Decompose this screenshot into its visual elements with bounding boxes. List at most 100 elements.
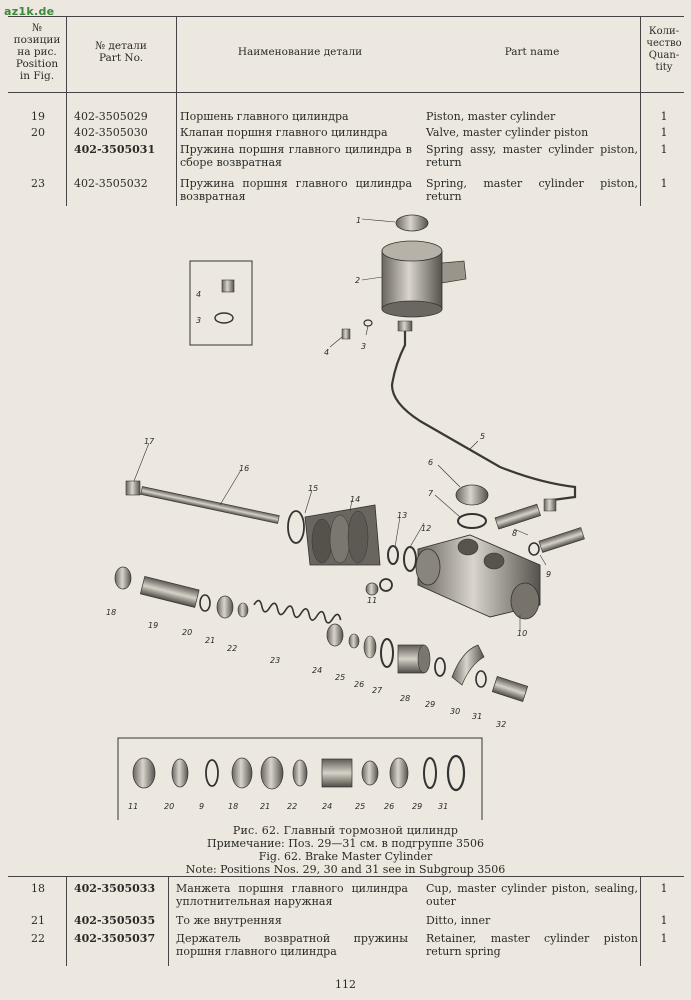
inset-callout-29: 29 bbox=[412, 802, 422, 811]
callout-6: 6 bbox=[428, 458, 433, 467]
cup-inner bbox=[216, 595, 234, 619]
pipe-fitting bbox=[543, 498, 557, 512]
header-position: № позиции на рис. Position in Fig. bbox=[13, 22, 61, 82]
pipe-union bbox=[491, 676, 529, 702]
inset-callout-11: 11 bbox=[128, 802, 138, 811]
plug-part bbox=[455, 484, 489, 506]
gasket-part bbox=[475, 670, 487, 688]
washer-part bbox=[363, 319, 373, 327]
row-name-en: Ditto, inner bbox=[426, 914, 491, 927]
callout-24: 24 bbox=[312, 666, 322, 675]
row-qty: 1 bbox=[660, 932, 668, 945]
row-name-ru: Пружина поршня главного цилиндра в сборе… bbox=[180, 143, 412, 169]
inset-box-top bbox=[189, 260, 253, 346]
col-divider bbox=[176, 16, 177, 206]
cup-outer bbox=[114, 566, 132, 590]
snap-ring bbox=[287, 510, 305, 544]
inset-callout-25: 25 bbox=[355, 802, 365, 811]
ring-part bbox=[387, 545, 399, 565]
inset-callout-21: 21 bbox=[260, 802, 270, 811]
spring-retainer bbox=[237, 602, 249, 618]
figure-caption-ru: Рис. 62. Главный тормозной цилиндр bbox=[232, 824, 459, 837]
row-part-no: 402-3505035 bbox=[74, 914, 156, 927]
valve-part bbox=[363, 635, 377, 659]
gasket-part bbox=[380, 638, 394, 668]
col-divider bbox=[66, 16, 67, 206]
row-name-en: Cup, master cylinder piston, sealing, ou… bbox=[426, 882, 638, 908]
diagram-svg: 1 2 3 4 5 6 7 8 9 10 11 12 13 14 15 16 1… bbox=[106, 214, 585, 824]
inset-callout-22: 22 bbox=[287, 802, 297, 811]
callout-23: 23 bbox=[270, 656, 280, 665]
cylinder-port bbox=[457, 538, 479, 556]
row-position: 21 bbox=[31, 914, 45, 927]
row-qty: 1 bbox=[660, 914, 668, 927]
cylinder-port bbox=[483, 552, 505, 570]
row-name-ru: Держатель возвратной пружины поршня глав… bbox=[176, 932, 408, 958]
callout-31: 31 bbox=[472, 712, 482, 721]
row-name-en: Spring, master cylinder piston, return bbox=[426, 177, 638, 203]
col-divider bbox=[66, 876, 67, 966]
row-part-no: 402-3505031 bbox=[74, 143, 156, 156]
reservoir-bracket bbox=[441, 260, 467, 284]
header-name-en: Part name bbox=[504, 46, 560, 58]
cylinder-body bbox=[417, 534, 541, 618]
inset-callout-31: 31 bbox=[438, 802, 448, 811]
banjo-bolt bbox=[494, 503, 541, 530]
row-qty: 1 bbox=[660, 882, 668, 895]
valve-part bbox=[199, 594, 211, 612]
callout-12: 12 bbox=[421, 524, 431, 533]
col-divider bbox=[168, 876, 169, 966]
header-quantity: Коли- чество Quan- tity bbox=[646, 26, 682, 73]
callout-1: 1 bbox=[356, 216, 361, 225]
valve-part bbox=[348, 633, 360, 649]
inset-callout-9: 9 bbox=[199, 802, 204, 811]
row-qty: 1 bbox=[660, 126, 668, 139]
callout-29: 29 bbox=[425, 700, 435, 709]
gasket-part bbox=[457, 513, 487, 529]
dust-boot bbox=[304, 504, 381, 566]
callout-4: 4 bbox=[324, 348, 329, 357]
exploded-diagram: 1 2 3 4 5 6 7 8 9 10 11 12 13 14 15 16 1… bbox=[0, 205, 691, 824]
header-part-no: № детали Part No. bbox=[95, 40, 147, 64]
figure-caption-en: Fig. 62. Brake Master Cylinder bbox=[258, 850, 433, 863]
cylinder-bore bbox=[415, 548, 441, 586]
row-position: 23 bbox=[31, 177, 45, 190]
callout-17: 17 bbox=[144, 437, 155, 446]
return-spring bbox=[253, 599, 342, 624]
row-qty: 1 bbox=[660, 177, 668, 190]
washer-part bbox=[528, 542, 540, 556]
ring-part bbox=[379, 578, 393, 592]
leader-lines bbox=[133, 218, 547, 630]
figure-note-en: Note: Positions Nos. 29, 30 and 31 see i… bbox=[185, 863, 506, 876]
callout-5: 5 bbox=[480, 432, 485, 441]
inset-callout-20: 20 bbox=[164, 802, 174, 811]
callout-13: 13 bbox=[397, 511, 407, 520]
callout-8: 8 bbox=[512, 529, 517, 538]
callout-19: 19 bbox=[148, 621, 158, 630]
inset-callout-3: 3 bbox=[196, 316, 201, 325]
inset-callout-26: 26 bbox=[384, 802, 394, 811]
row-qty: 1 bbox=[660, 143, 668, 156]
pipe-fitting bbox=[397, 320, 413, 332]
callout-3: 3 bbox=[361, 342, 366, 351]
callout-14: 14 bbox=[350, 495, 360, 504]
ring-part bbox=[403, 546, 417, 572]
callout-26: 26 bbox=[354, 680, 364, 689]
tee-fitting bbox=[451, 644, 485, 686]
row-name-ru: Пружина поршня главного цилиндра возврат… bbox=[180, 177, 412, 203]
row-part-no: 402-3505032 bbox=[74, 177, 148, 190]
callout-15: 15 bbox=[308, 484, 318, 493]
cylinder-outlet bbox=[510, 582, 540, 620]
row-position: 20 bbox=[31, 126, 45, 139]
callout-7: 7 bbox=[428, 489, 434, 498]
bolt-part bbox=[341, 328, 351, 340]
callout-11: 11 bbox=[367, 596, 377, 605]
push-rod bbox=[140, 486, 280, 524]
end-plug bbox=[397, 644, 431, 674]
header-divider bbox=[8, 92, 684, 93]
row-position: 18 bbox=[31, 882, 45, 895]
parts-table-bottom: 18 402-3505033 Манжета поршня главного ц… bbox=[0, 870, 691, 970]
header-name-ru: Наименование детали bbox=[237, 46, 363, 58]
ring-part bbox=[365, 582, 379, 596]
inset-parts bbox=[132, 754, 466, 792]
